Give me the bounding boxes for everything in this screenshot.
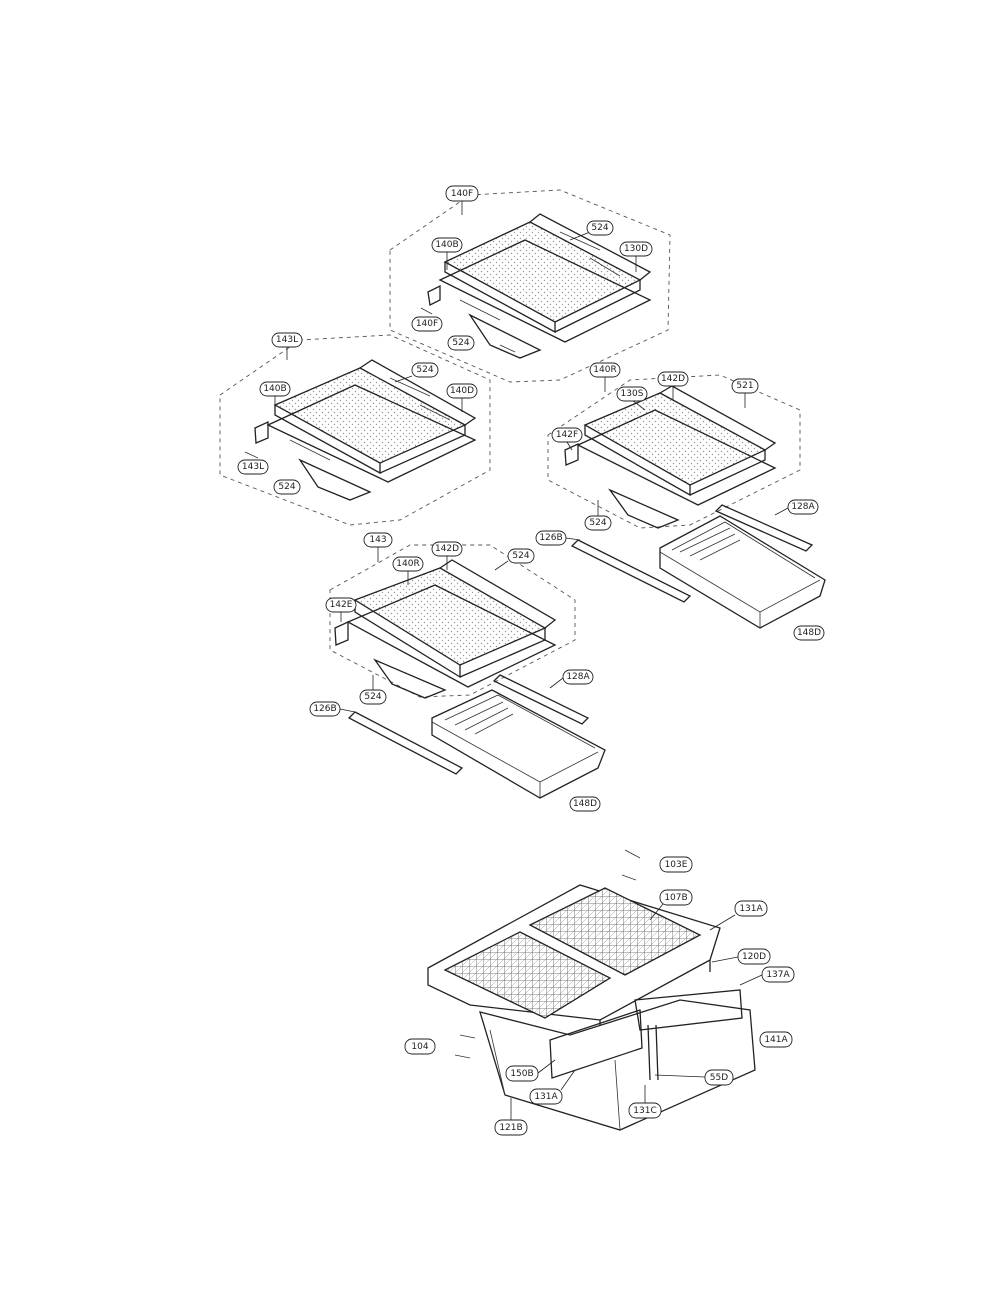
label-131A-1: 131A (709, 900, 768, 931)
label-142F: 142F (551, 427, 583, 451)
label-137A: 137A (739, 966, 795, 986)
svg-text:524: 524 (591, 223, 608, 233)
svg-text:128A: 128A (791, 502, 815, 512)
callout-labels: 140F 140B 524 130D 140F 524 143L (237, 185, 825, 1136)
svg-text:524: 524 (416, 365, 433, 375)
label-521: 521 (731, 378, 759, 408)
label-128A-1: 128A (774, 499, 819, 516)
svg-text:137A: 137A (766, 970, 790, 980)
crisper-grate-right (528, 887, 702, 976)
label-148D-2: 148D (569, 796, 601, 812)
svg-text:126B: 126B (313, 704, 336, 714)
svg-text:524: 524 (364, 692, 381, 702)
shelf-assembly-top (389, 189, 671, 383)
label-140R: 140R (589, 362, 621, 392)
svg-text:140R: 140R (593, 365, 616, 375)
label-524-7: 524 (359, 675, 387, 705)
svg-text:131C: 131C (633, 1106, 656, 1116)
label-524-4: 524 (273, 479, 301, 495)
svg-text:140F: 140F (416, 319, 438, 329)
svg-text:107B: 107B (664, 893, 687, 903)
label-524-6: 524 (494, 548, 535, 571)
label-104: 104 (404, 1038, 436, 1055)
label-143L-2: 143L (237, 459, 269, 475)
label-140F-2: 140F (411, 316, 443, 332)
svg-text:120D: 120D (742, 952, 766, 962)
svg-text:130D: 130D (624, 244, 648, 254)
label-140F: 140F (445, 185, 479, 215)
label-143L: 143L (271, 332, 303, 360)
label-140B-2: 140B (259, 381, 291, 412)
svg-text:121B: 121B (499, 1123, 522, 1133)
svg-text:148D: 148D (797, 628, 821, 638)
label-126B-2: 126B (309, 701, 356, 717)
svg-text:140B: 140B (263, 384, 286, 394)
svg-text:103E: 103E (665, 860, 688, 870)
shelf-glass-bottom-middle (353, 567, 547, 666)
svg-text:104: 104 (411, 1042, 428, 1052)
shelf-glass-right (583, 392, 767, 486)
label-524-1: 524 (569, 220, 614, 241)
shelf-assembly-middle-left (219, 334, 491, 526)
svg-text:131A: 131A (534, 1092, 558, 1102)
label-128A-2: 128A (549, 669, 594, 689)
crisper-assembly (427, 849, 756, 1131)
svg-text:140D: 140D (450, 386, 474, 396)
svg-text:140R: 140R (396, 559, 419, 569)
svg-text:140F: 140F (451, 189, 473, 199)
label-524-3: 524 (394, 362, 439, 383)
svg-text:141A: 141A (764, 1035, 788, 1045)
label-120D: 120D (711, 948, 771, 965)
svg-text:143: 143 (369, 535, 386, 545)
label-150B: 150B (505, 1059, 556, 1082)
label-148D-1: 148D (793, 625, 825, 641)
label-131A-2: 131A (529, 1069, 576, 1105)
svg-text:142D: 142D (661, 374, 685, 384)
crisper-drawer (479, 999, 756, 1131)
label-131C: 131C (628, 1085, 662, 1119)
label-140B-1: 140B (431, 237, 463, 270)
svg-text:524: 524 (452, 338, 469, 348)
crisper-grate-left (443, 931, 612, 1019)
label-121B: 121B (494, 1098, 528, 1136)
label-143: 143 (363, 532, 393, 562)
svg-text:143L: 143L (276, 335, 298, 345)
label-142E: 142E (325, 597, 357, 622)
svg-text:142F: 142F (556, 430, 578, 440)
label-141A: 141A (759, 1031, 793, 1048)
label-126B-1: 126B (535, 530, 581, 546)
svg-text:55D: 55D (710, 1073, 728, 1083)
svg-text:148D: 148D (573, 799, 597, 809)
shelf-assembly-bottom-middle (329, 544, 606, 799)
svg-text:130S: 130S (621, 389, 644, 399)
label-142D: 142D (657, 371, 689, 400)
label-140D: 140D (446, 383, 478, 412)
label-142D-2: 142D (431, 541, 463, 570)
svg-text:143L: 143L (242, 462, 264, 472)
label-103E: 103E (659, 856, 693, 873)
label-140R-2: 140R (392, 556, 424, 585)
label-130D-1: 130D (619, 241, 653, 272)
label-524-5: 524 (584, 500, 612, 531)
shelf-assembly-right (547, 374, 826, 629)
svg-text:150B: 150B (510, 1069, 533, 1079)
svg-text:131A: 131A (739, 904, 763, 914)
label-107B: 107B (649, 889, 693, 921)
svg-text:126B: 126B (539, 533, 562, 543)
svg-text:142E: 142E (330, 600, 353, 610)
svg-text:128A: 128A (566, 672, 590, 682)
label-55D: 55D (654, 1069, 734, 1086)
svg-text:142D: 142D (435, 544, 459, 554)
label-130S: 130S (616, 386, 648, 411)
svg-text:140B: 140B (435, 240, 458, 250)
svg-text:524: 524 (278, 482, 295, 492)
svg-text:524: 524 (512, 551, 529, 561)
svg-text:524: 524 (589, 518, 606, 528)
shelf-glass-middle-left (273, 367, 467, 464)
label-524-2: 524 (447, 335, 475, 351)
svg-text:521: 521 (736, 381, 753, 391)
